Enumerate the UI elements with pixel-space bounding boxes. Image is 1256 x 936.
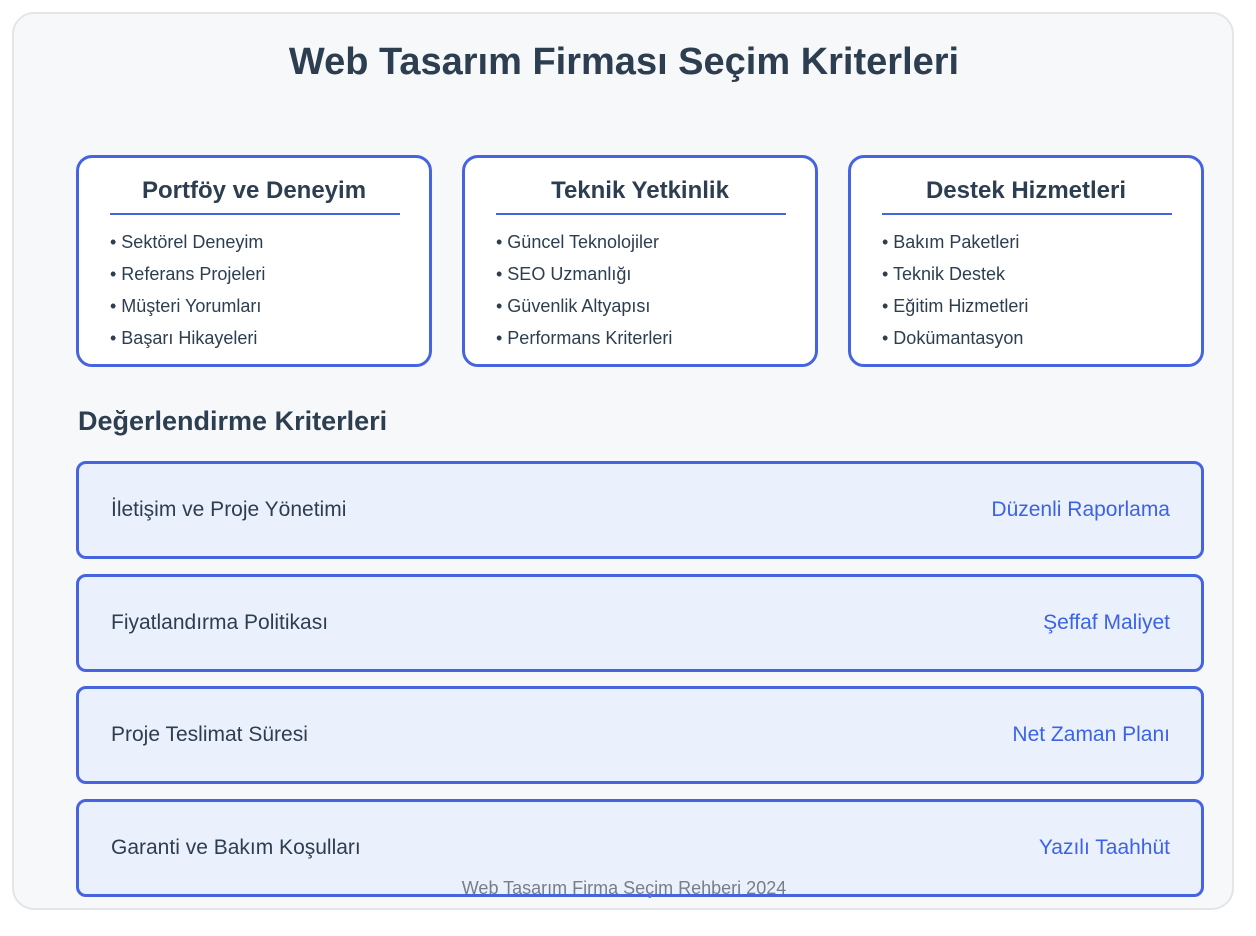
list-item: • Güvenlik Altyapısı (496, 296, 651, 316)
card-portfolio: Portföy ve Deneyim • Sektörel Deneyim • … (76, 155, 432, 367)
card-title: Destek Hizmetleri (925, 177, 1127, 204)
criteria-row-delivery: Proje Teslimat Süresi Net Zaman Planı (76, 686, 1204, 784)
criteria-row-pricing: Fiyatlandırma Politikası Şeffaf Maliyet (76, 574, 1204, 672)
criteria-label: Proje Teslimat Süresi (111, 723, 308, 746)
list-item: • Eğitim Hizmetleri (882, 296, 1029, 316)
criteria-value: Şeffaf Maliyet (1043, 611, 1170, 634)
card-list: • Güncel Teknolojiler • SEO Uzmanlığı • … (496, 226, 672, 354)
footer-text: Web Tasarım Firma Seçim Rehberi 2024 (461, 878, 787, 898)
card-title: Teknik Yetkinlik (551, 177, 729, 204)
criteria-row-communication: İletişim ve Proje Yönetimi Düzenli Rapor… (76, 461, 1204, 559)
list-item: • Sektörel Deneyim (110, 232, 264, 252)
card-technical: Teknik Yetkinlik • Güncel Teknolojiler •… (462, 155, 818, 367)
criteria-value: Düzenli Raporlama (991, 498, 1170, 521)
card-list: • Bakım Paketleri • Teknik Destek • Eğit… (882, 226, 1028, 354)
card-support: Destek Hizmetleri • Bakım Paketleri • Te… (848, 155, 1204, 367)
card-divider (110, 213, 400, 215)
list-item: • Referans Projeleri (110, 264, 266, 284)
criteria-row-warranty: Garanti ve Bakım Koşulları Yazılı Taahhü… (76, 799, 1204, 897)
page-title: Web Tasarım Firması Seçim Kriterleri (288, 41, 960, 83)
card-divider (882, 213, 1172, 215)
criteria-label: Fiyatlandırma Politikası (111, 611, 329, 634)
list-item: • Teknik Destek (882, 264, 1006, 284)
list-item: • Performans Kriterleri (496, 328, 673, 348)
list-item: • Dokümantasyon (882, 328, 1024, 348)
section-title: Değerlendirme Kriterleri (78, 406, 388, 436)
card-list: • Sektörel Deneyim • Referans Projeleri … (110, 226, 265, 354)
card-divider (496, 213, 786, 215)
list-item: • Bakım Paketleri (882, 232, 1020, 252)
criteria-value: Yazılı Taahhüt (1038, 836, 1170, 859)
card-title: Portföy ve Deneyim (141, 177, 367, 204)
list-item: • Müşteri Yorumları (110, 296, 262, 316)
criteria-label: İletişim ve Proje Yönetimi (111, 498, 347, 521)
list-item: • Güncel Teknolojiler (496, 232, 660, 252)
list-item: • SEO Uzmanlığı (496, 264, 632, 284)
list-item: • Başarı Hikayeleri (110, 328, 258, 348)
criteria-value: Net Zaman Planı (1012, 723, 1170, 746)
criteria-label: Garanti ve Bakım Koşulları (111, 836, 361, 859)
